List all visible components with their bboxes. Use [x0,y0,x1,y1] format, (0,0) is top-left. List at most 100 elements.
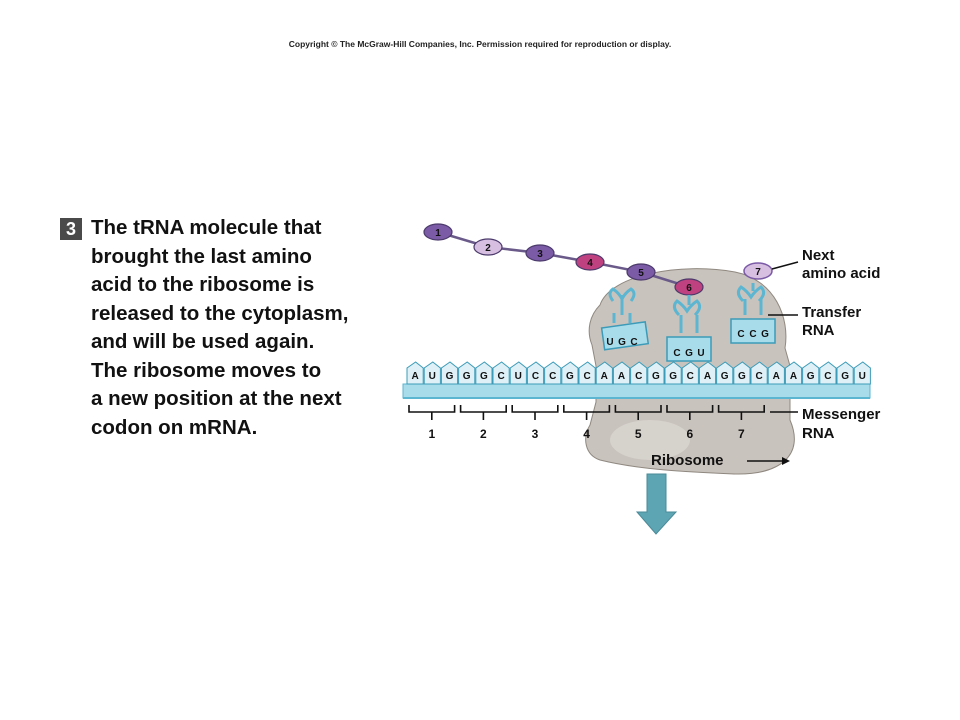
codon-number: 1 [428,427,435,441]
codon-number: 4 [583,427,590,441]
amino-acid-label: 2 [485,243,491,254]
label-next: Next [802,247,835,264]
polypeptide-chain: 1 2 3 4 5 6 [423,223,704,296]
amino-acid: 1 [423,223,453,241]
label-ribosome: Ribosome [651,452,724,469]
anticodon-base: C [673,348,680,359]
mrna-base: G [733,361,751,385]
amino-acid: 6 [674,278,704,296]
mrna-base-letter: A [704,371,711,382]
mrna-base: C [526,361,545,385]
mrna-base: C [544,361,562,385]
anticodon-base: U [697,348,704,359]
anticodon-base: G [761,329,769,340]
anticodon-base: U [606,337,613,348]
mrna-base: A [784,361,803,385]
mrna-base-letter: G [807,371,815,382]
step-line: codon on mRNA. [91,415,258,439]
mrna-base-letter: C [583,371,590,382]
anticodon-base: G [685,348,693,359]
step-description: The tRNA molecule that brought the last … [91,214,411,442]
codon-number: 5 [635,427,642,441]
trna-site-p [666,295,712,362]
mrna-base: C [819,361,837,385]
codon-bracket: 6 [666,405,714,441]
mrna-base-letter: U [429,371,436,382]
mrna-base-letter: G [652,371,660,382]
mrna-base-letter: G [480,371,488,382]
mrna-base: C [630,361,648,385]
mrna-base-letter: G [566,371,574,382]
mrna-base-letter: A [790,371,797,382]
mrna-base: G [716,361,734,385]
codon-bracket: 1 [408,405,456,441]
codon-bracket: 3 [511,405,559,441]
codon-bracket: 4 [563,405,611,441]
amino-acid-label: 4 [587,258,593,269]
amino-acid: 2 [473,238,503,256]
anticodon-base: C [737,329,744,340]
mrna-base: A [595,361,613,385]
mrna-base-letter: C [532,371,539,382]
mrna-base-letter: G [446,371,454,382]
label-amino-acid: amino acid [802,265,880,282]
mrna-base: U [423,361,441,385]
mrna-base-letter: C [497,371,504,382]
mrna-base: G [440,361,459,385]
mrna-base-letter: U [515,371,522,382]
amino-acid-label: 1 [435,228,441,239]
mrna-base: G [836,361,854,385]
mrna-base: G [475,361,493,385]
mrna-base-letter: C [755,371,762,382]
codon-bracket: 2 [459,405,507,441]
mrna-base-letter: C [687,371,694,382]
ribosome-arrowhead [782,457,790,465]
leader-next-amino [771,261,799,270]
codon-bracket: 5 [614,405,662,441]
mrna-base-letter: C [549,371,556,382]
mrna-base: G [802,361,820,385]
label-trna: RNA [802,322,835,339]
mrna-strand [402,383,871,399]
next-amino-acid: 7 [743,262,773,280]
amino-acid: 3 [525,244,555,262]
mrna-base: U [509,361,527,385]
step-line: acid to the ribosome is [91,273,315,296]
step-line: a new position at the next [91,387,342,410]
amino-acid-label: 5 [638,268,644,279]
mrna-base: C [681,361,699,385]
mrna-base-letter: C [824,371,831,382]
mrna-base-letter: U [859,371,866,382]
mrna-base-letter: G [841,371,849,382]
mrna-base-letter: G [738,371,746,382]
mrna-base: C [492,361,510,385]
mrna-base: G [458,361,476,385]
amino-acid-label: 6 [686,283,692,294]
step-line: released to the cytoplasm, [91,301,349,325]
mrna-base: G [561,361,579,385]
step-line: and will be used again. [91,330,315,353]
mrna-base: G [647,361,665,385]
codon-number: 6 [686,427,693,441]
amino-acid-7 [743,262,773,280]
mrna-base: U [853,361,871,385]
amino-acid-label: 3 [537,249,543,260]
mrna-base-letter: A [773,371,780,382]
mrna-base-letter: G [463,371,471,382]
anticodon-base: C [749,329,756,340]
step-line: The ribosome moves to [91,358,322,382]
mrna-base: A [612,361,631,385]
mrna-base: C [750,361,768,385]
amino-acid: 4 [575,253,605,271]
amino-acid-label: 7 [755,267,761,278]
released-trna [600,287,650,351]
codon-number: 2 [480,427,487,441]
mrna-base: C [578,361,596,385]
mrna-base-letter: A [618,371,625,382]
anticodon-base: G [618,337,626,348]
